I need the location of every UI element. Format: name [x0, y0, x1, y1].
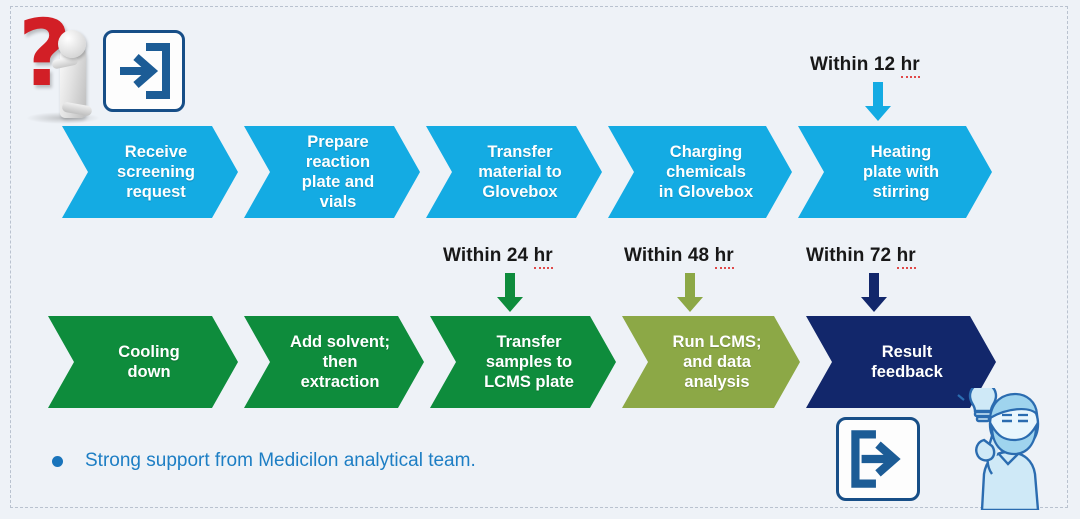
timing-label-12hr-prefix: Within 12	[810, 54, 901, 75]
login-enter-icon	[103, 30, 185, 112]
logout-exit-glyph	[851, 430, 901, 488]
arrow-down-72hr	[861, 273, 887, 312]
timing-label-48hr-unit: hr	[714, 245, 734, 269]
idea-person-glyph	[957, 381, 1040, 512]
timing-label-72hr-unit: hr	[896, 245, 916, 269]
bearded-person-with-lightbulb-icon	[948, 381, 1068, 512]
mascot-head	[58, 30, 86, 58]
timing-label-24hr: Within 24 hr	[443, 245, 553, 269]
arrow-down-48hr	[677, 273, 703, 312]
arrow-down-24hr	[497, 273, 523, 312]
login-enter-glyph	[120, 43, 170, 99]
timing-label-72hr-prefix: Within 72	[806, 245, 897, 266]
footnote: Strong support from Medicilon analytical…	[52, 450, 476, 472]
arrow-down-12hr	[865, 82, 891, 121]
footnote-text: Strong support from Medicilon analytical…	[85, 450, 476, 471]
timing-label-24hr-prefix: Within 24	[443, 245, 534, 266]
timing-label-48hr-prefix: Within 48	[624, 245, 715, 266]
bullet-point-icon	[52, 455, 63, 467]
timing-label-12hr: Within 12 hr	[810, 54, 920, 78]
timing-label-24hr-unit: hr	[533, 245, 553, 269]
timing-label-12hr-unit: hr	[900, 54, 920, 78]
logout-exit-icon	[836, 417, 920, 501]
timing-label-72hr: Within 72 hr	[806, 245, 916, 269]
timing-label-48hr: Within 48 hr	[624, 245, 734, 269]
question-mark-person-icon: ?	[16, 8, 108, 126]
